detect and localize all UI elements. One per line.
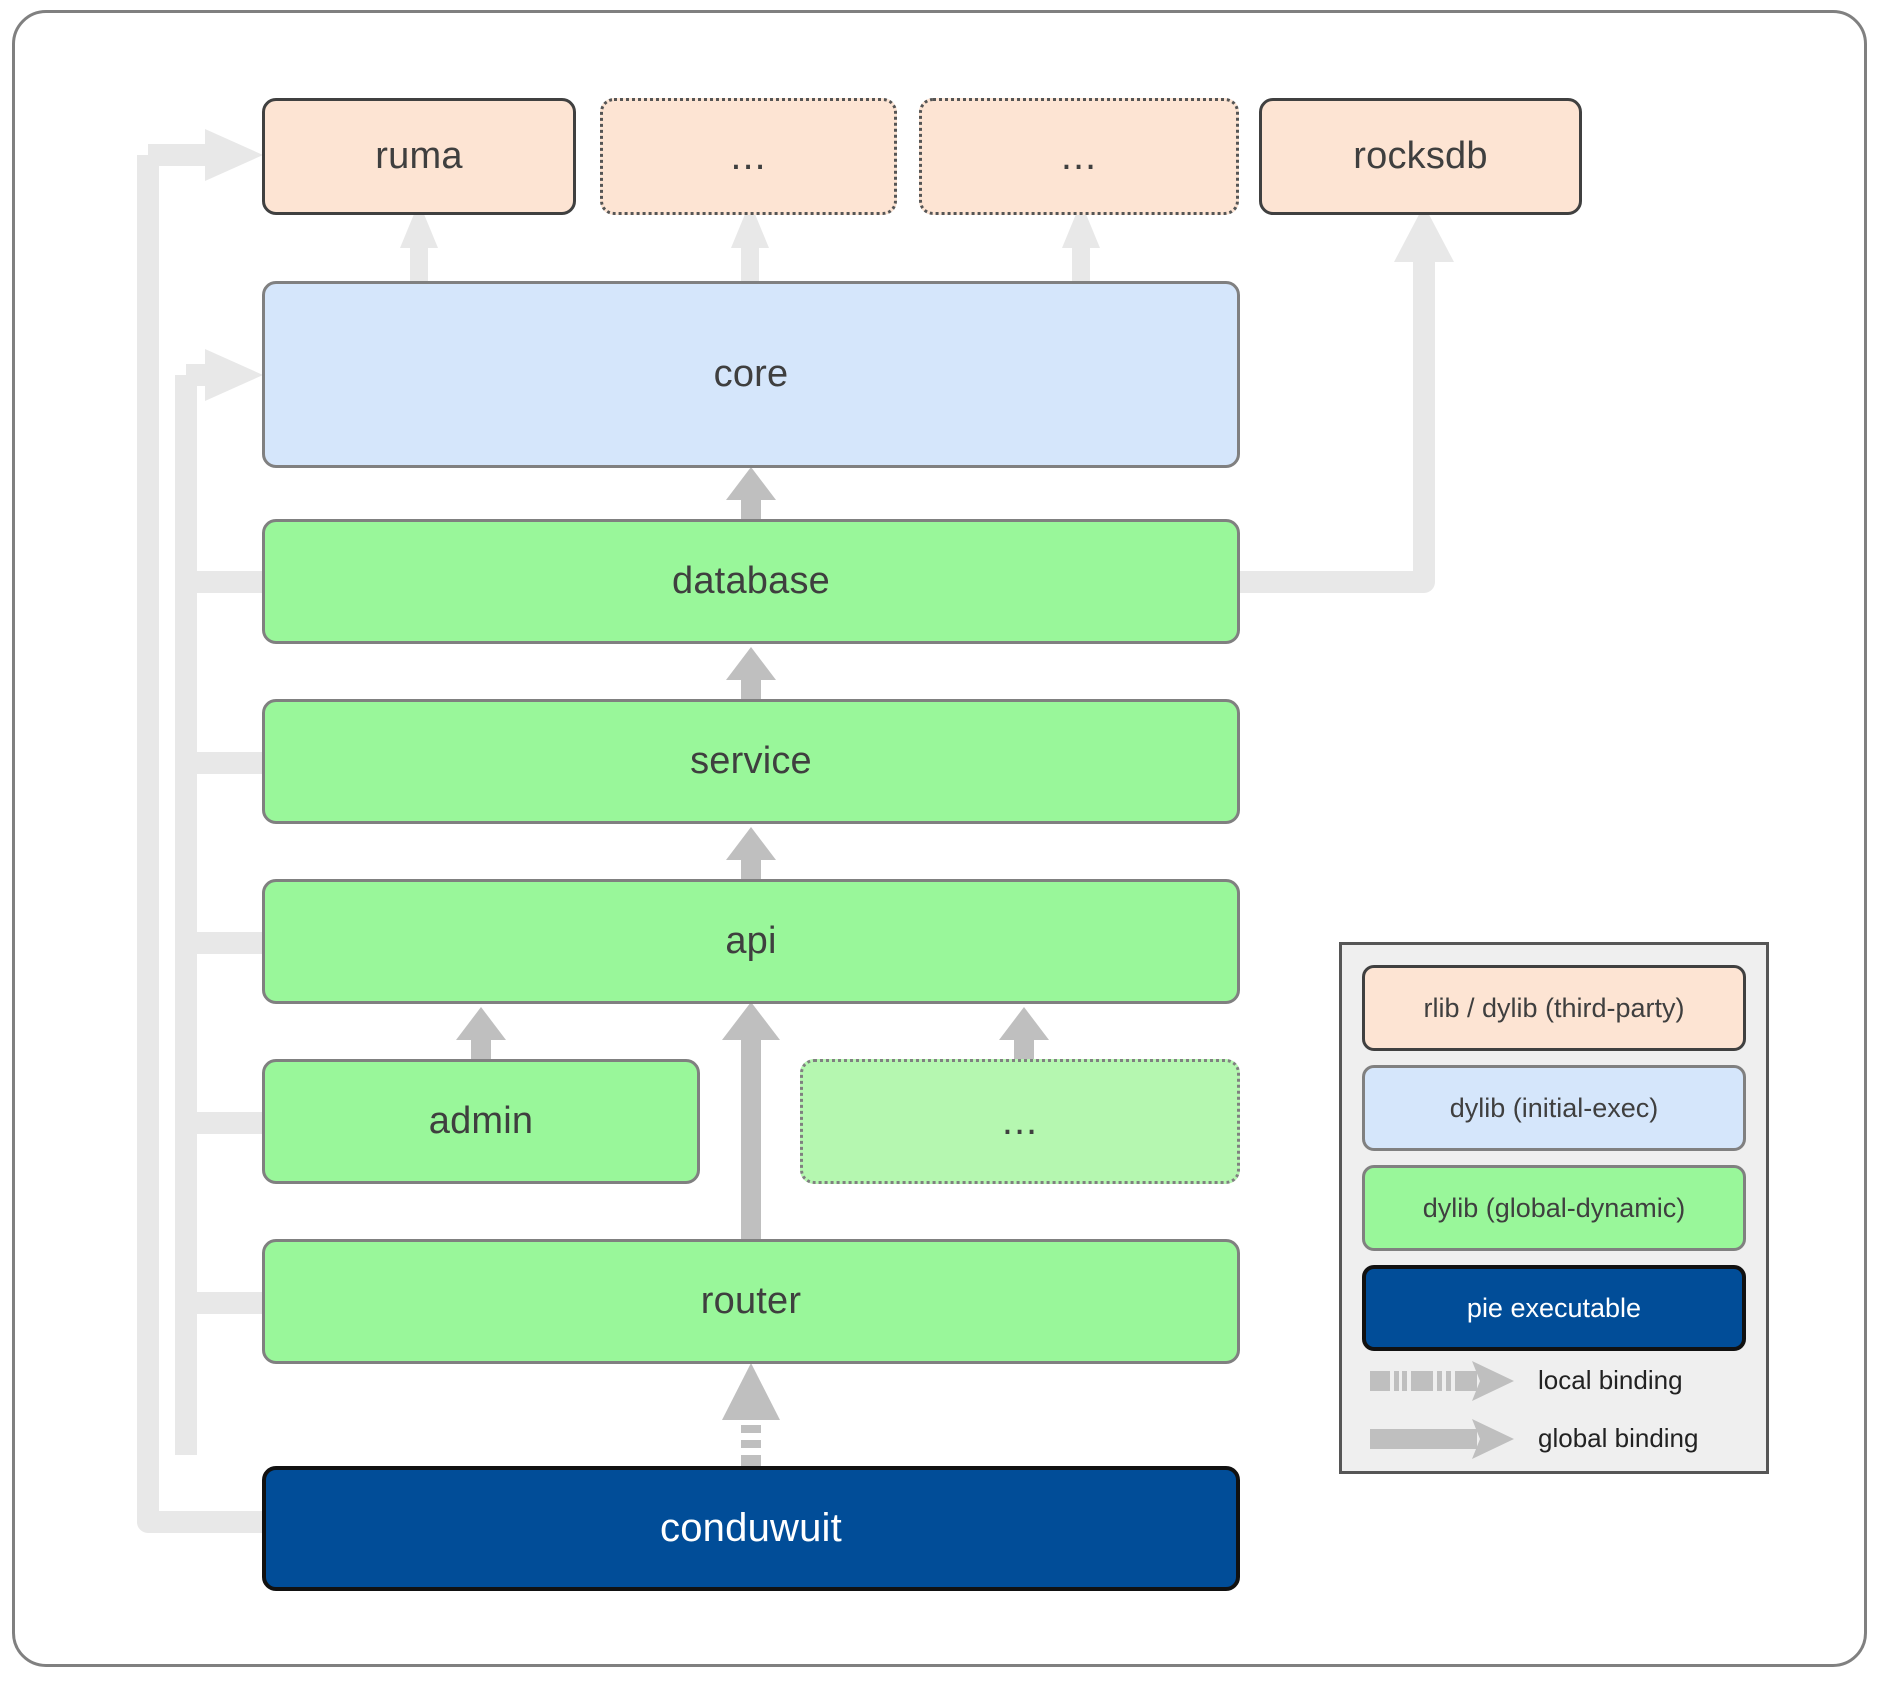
legend-swatch-pie-executable-label: pie executable [1466,1292,1642,1323]
node-router-label: router [700,1280,802,1322]
dashed-arrow-icon [1370,1361,1514,1401]
legend-panel: rlib / dylib (third-party) dylib (initia… [1339,942,1769,1474]
legend-swatch-third-party-label: rlib / dylib (third-party) [1423,992,1685,1023]
node-more3-label: ... [1001,1099,1039,1143]
node-api-label: api [725,920,777,962]
node-more3: ... [800,1059,1240,1184]
legend-key-local-binding-label: local binding [1538,1365,1683,1395]
node-database-label: database [672,560,830,602]
legend-swatch-initial-exec: dylib (initial-exec) [1362,1065,1746,1151]
node-more2: ... [919,98,1239,215]
legend-swatch-initial-exec-label: dylib (initial-exec) [1449,1092,1659,1123]
node-rocksdb: rocksdb [1259,98,1582,215]
node-database: database [262,519,1240,644]
node-ruma-label: ruma [375,135,463,177]
node-admin: admin [262,1059,700,1184]
node-ruma: ruma [262,98,576,215]
node-admin-label: admin [428,1100,534,1142]
legend-key-global-binding-label: global binding [1538,1423,1699,1453]
legend-swatch-global-dynamic: dylib (global-dynamic) [1362,1165,1746,1251]
legend-swatch-pie-executable: pie executable [1362,1265,1746,1351]
legend-swatch-third-party: rlib / dylib (third-party) [1362,965,1746,1051]
node-conduwuit: conduwuit [262,1466,1240,1591]
node-rocksdb-label: rocksdb [1353,135,1488,177]
node-conduwuit-label: conduwuit [660,1506,842,1550]
node-more1-label: ... [730,134,767,178]
node-router: router [262,1239,1240,1364]
node-more2-label: ... [1060,134,1098,178]
node-api: api [262,879,1240,1004]
legend-swatch-global-dynamic-label: dylib (global-dynamic) [1422,1192,1686,1223]
node-core-label: core [713,353,789,395]
node-service: service [262,699,1240,824]
solid-arrow-icon [1370,1419,1514,1459]
node-core: core [262,281,1240,468]
node-more1: ... [600,98,897,215]
node-service-label: service [690,740,812,782]
